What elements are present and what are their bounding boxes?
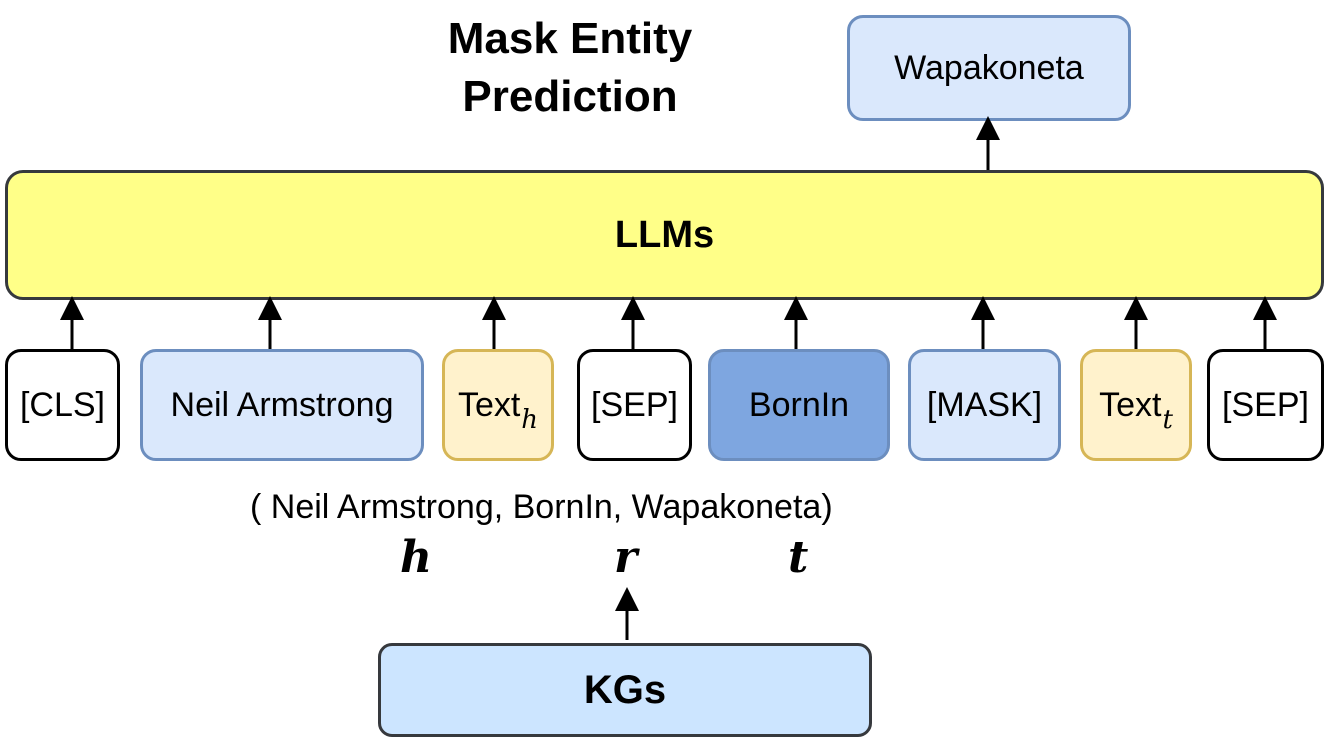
token-relation-label: BornIn — [748, 385, 850, 424]
var-r: r — [614, 532, 638, 583]
var-t: t — [788, 532, 809, 583]
token-text-t-sub: t — [1162, 404, 1173, 435]
var-h: h — [400, 532, 432, 583]
llm-box: LLMs — [5, 170, 1324, 300]
output-entity-label: Wapakoneta — [894, 48, 1084, 87]
token-mask: [MASK] — [908, 349, 1061, 461]
token-text-h-main: Text — [457, 385, 521, 424]
token-head-entity: Neil Armstrong — [140, 349, 424, 461]
token-cls-label: [CLS] — [19, 385, 106, 424]
llm-label: LLMs — [614, 213, 715, 256]
token-relation: BornIn — [708, 349, 890, 461]
token-cls: [CLS] — [5, 349, 120, 461]
token-sep-1: [SEP] — [577, 349, 692, 461]
kg-box: KGs — [378, 643, 872, 737]
token-sep-2-label: [SEP] — [1222, 385, 1309, 424]
diagram-title: Mask Entity Prediction — [400, 10, 740, 126]
token-text-t: Textt — [1080, 349, 1192, 461]
token-text-h-label: Texth — [457, 385, 538, 435]
triple-text: ( Neil Armstrong, BornIn, Wapakoneta) — [250, 488, 833, 526]
token-text-h-sub: h — [521, 404, 539, 435]
token-text-t-main: Text — [1099, 385, 1162, 424]
title-line-1: Mask Entity — [447, 14, 693, 63]
token-sep-1-label: [SEP] — [591, 385, 678, 424]
token-mask-label: [MASK] — [926, 385, 1043, 424]
token-sep-2: [SEP] — [1207, 349, 1324, 461]
token-text-t-label: Textt — [1099, 385, 1173, 435]
token-head-label: Neil Armstrong — [170, 385, 394, 424]
token-text-h: Texth — [442, 349, 554, 461]
title-line-2: Prediction — [462, 72, 678, 121]
kg-label: KGs — [583, 667, 667, 712]
